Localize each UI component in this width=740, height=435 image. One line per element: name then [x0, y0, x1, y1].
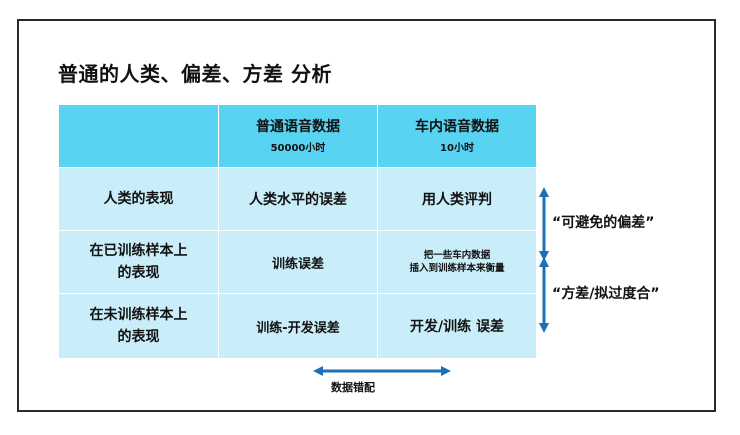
page-title: 普通的人类、偏差、方差 分析: [58, 62, 332, 86]
cell-dev-train-error: 开发/训练 误差: [377, 293, 537, 359]
row-label-untrained-line1: 在未训练样本上: [89, 307, 188, 323]
header-general-title: 普通语音数据: [256, 119, 340, 135]
row-label-trained: 在已训练样本上 的表现: [58, 230, 219, 294]
variance-label: “方差/拟过度合”: [552, 286, 660, 302]
analysis-table: 普通语音数据 50000小时 车内语音数据 10小时 人类的表现 人类水平的误差…: [58, 104, 537, 359]
cell-incar-training: 把一些车内数据 插入到训练样本来衡量: [377, 230, 537, 294]
header-incar-title: 车内语音数据: [415, 119, 499, 135]
cell-train-dev-error: 训练-开发误差: [218, 293, 378, 359]
cell-incar-training-line1: 把一些车内数据: [423, 250, 491, 261]
table-row-untrained: 在未训练样本上 的表现 训练-开发误差 开发/训练 误差: [58, 293, 537, 359]
row-label-trained-line1: 在已训练样本上: [89, 243, 188, 259]
header-incar-hours: 10小时: [440, 143, 474, 154]
row-label-human: 人类的表现: [58, 167, 219, 231]
cell-incar-training-line2: 插入到训练样本来衡量: [409, 263, 505, 274]
cell-human-level-error: 人类水平的误差: [218, 167, 378, 231]
table-row-trained: 在已训练样本上 的表现 训练误差 把一些车内数据 插入到训练样本来衡量: [58, 230, 537, 294]
row-label-untrained: 在未训练样本上 的表现: [58, 293, 219, 359]
row-label-trained-line2: 的表现: [117, 265, 160, 281]
data-mismatch-label: 数据错配: [331, 381, 375, 394]
table-header-row: 普通语音数据 50000小时 车内语音数据 10小时: [58, 104, 537, 168]
row-label-untrained-line2: 的表现: [117, 329, 160, 345]
header-general-speech: 普通语音数据 50000小时: [218, 104, 378, 168]
avoidable-bias-label: “可避免的偏差”: [552, 215, 655, 231]
table-row-human: 人类的表现 人类水平的误差 用人类评判: [58, 167, 537, 231]
header-general-hours: 50000小时: [270, 143, 326, 154]
cell-human-judge: 用人类评判: [377, 167, 537, 231]
header-incar-speech: 车内语音数据 10小时: [377, 104, 537, 168]
